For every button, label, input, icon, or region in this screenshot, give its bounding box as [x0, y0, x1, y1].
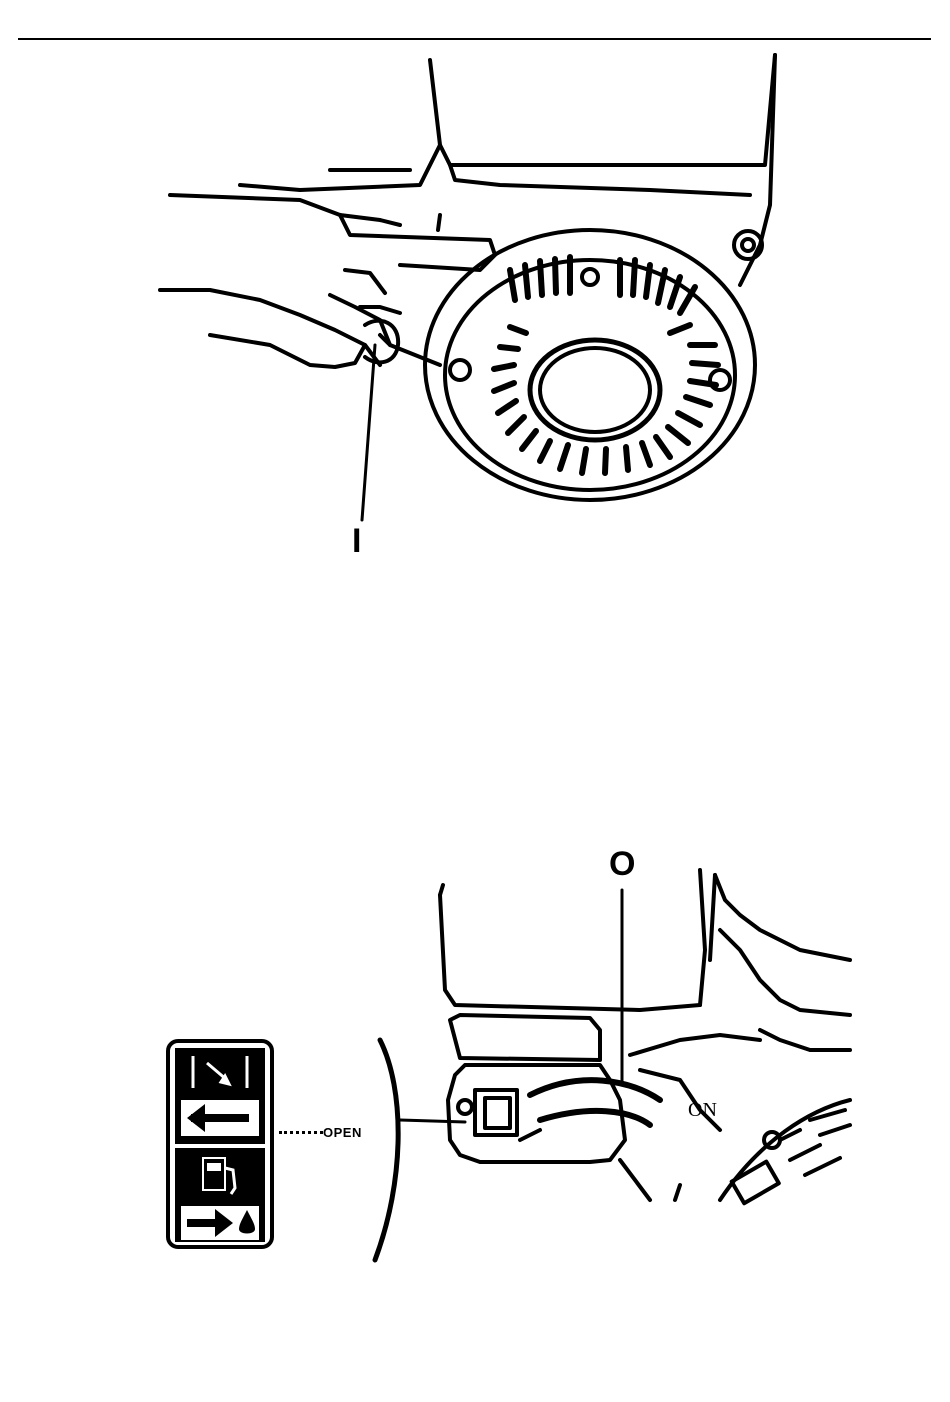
- arrow-left-icon: [181, 1100, 259, 1136]
- recoil-starter-illustration: [150, 45, 790, 565]
- open-label: OPEN: [323, 1125, 362, 1140]
- open-bracket-arc: [375, 1040, 398, 1260]
- callout-i-leader: [362, 345, 375, 520]
- callout-i-label: I: [352, 524, 361, 558]
- fuel-valve-decal: [165, 1038, 275, 1250]
- callout-o-label: O: [609, 847, 635, 881]
- open-dotted-leader: [279, 1131, 323, 1134]
- on-label: ON: [688, 1099, 717, 1122]
- header-rule: [18, 38, 931, 40]
